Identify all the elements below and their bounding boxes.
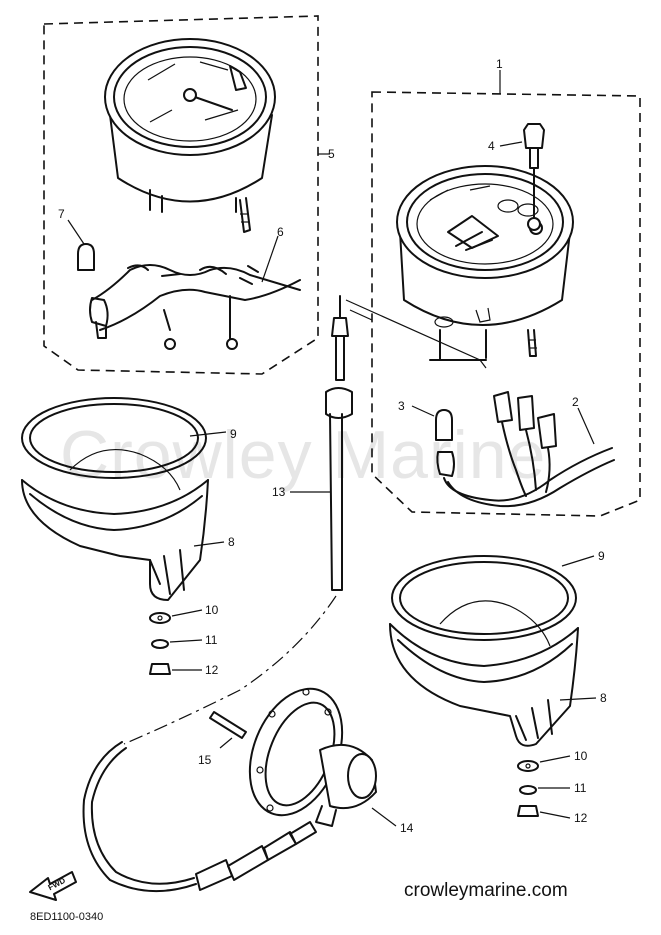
drawing-code: 8ED1100-0340 xyxy=(30,911,103,923)
trip-reset-knob-4 xyxy=(499,123,545,231)
callout-15: 15 xyxy=(198,753,212,767)
mounting-bracket-right xyxy=(389,555,597,747)
callout-10-right: 10 xyxy=(574,749,588,763)
callout-8-right: 8 xyxy=(600,691,607,705)
hardware-right xyxy=(517,755,571,819)
callout-11-right: 11 xyxy=(574,781,587,795)
callout-1: 1 xyxy=(496,57,503,71)
callout-10-left: 10 xyxy=(205,603,219,617)
callout-12-right: 12 xyxy=(574,811,588,825)
callout-5: 5 xyxy=(328,147,335,161)
speedometer-cable-lower xyxy=(82,741,317,893)
watermark-text: Crowley Marine xyxy=(60,417,546,493)
pin-15 xyxy=(209,711,247,749)
callout-7: 7 xyxy=(58,207,65,221)
callout-12-left: 12 xyxy=(205,663,219,677)
callout-13: 13 xyxy=(272,485,286,499)
callout-9-left: 9 xyxy=(230,427,237,441)
callout-14: 14 xyxy=(400,821,414,835)
callout-11-left: 11 xyxy=(205,633,218,647)
callout-3: 3 xyxy=(398,399,405,413)
speedometer-gauge xyxy=(396,165,574,361)
fwd-arrow-icon: FWD xyxy=(29,871,77,901)
tachometer-gauge xyxy=(104,38,276,233)
group-5-dashed-outline xyxy=(43,15,319,375)
callout-2: 2 xyxy=(572,395,579,409)
callout-6: 6 xyxy=(277,225,284,239)
cable-route-line xyxy=(123,595,337,745)
wiring-harness-6 xyxy=(89,235,301,350)
site-text: crowleymarine.com xyxy=(404,880,568,901)
speedometer-cable-13 xyxy=(290,295,373,591)
bulb-7 xyxy=(67,219,95,271)
wiring-harness-2 xyxy=(436,391,615,508)
bulb-3 xyxy=(411,405,453,441)
callout-9-right: 9 xyxy=(598,549,605,563)
callout-4: 4 xyxy=(488,139,495,153)
pitot-pickup-14 xyxy=(248,687,397,827)
callout-8-left: 8 xyxy=(228,535,235,549)
cable-routing-guide xyxy=(345,299,487,369)
hardware-left xyxy=(149,609,203,675)
mounting-bracket-left xyxy=(21,397,227,601)
